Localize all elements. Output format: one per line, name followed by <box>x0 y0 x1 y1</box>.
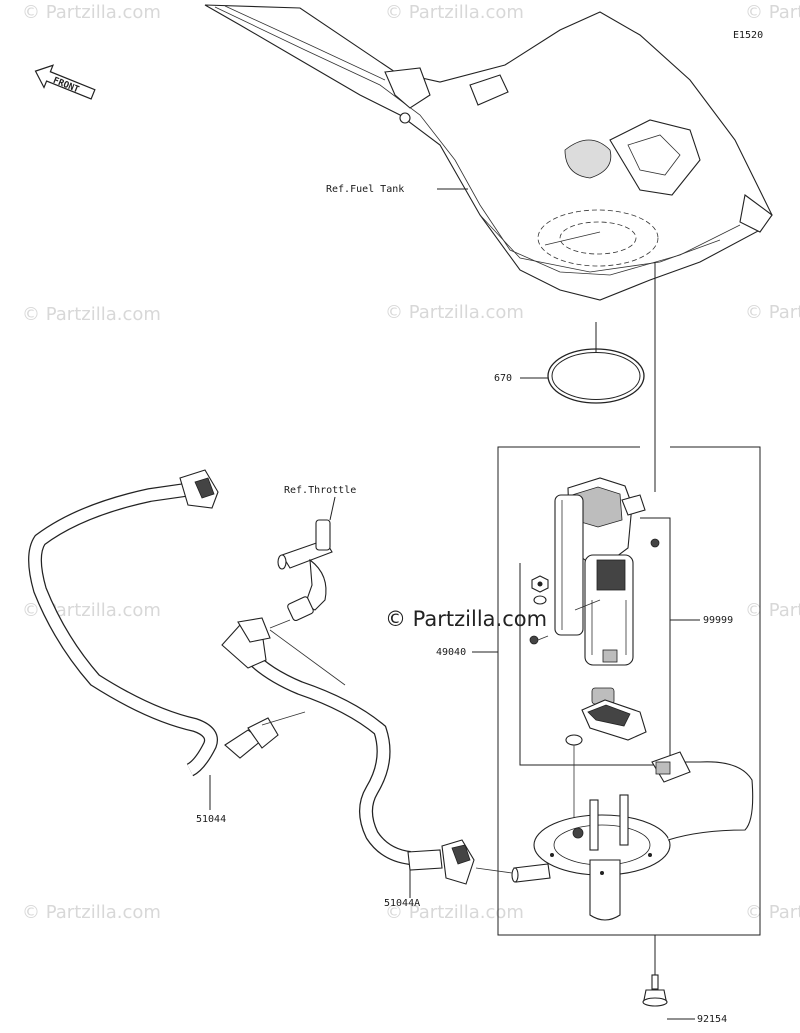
leader-throttle <box>329 496 336 521</box>
callout-gasket: 670 <box>494 373 512 384</box>
throttle-fitting <box>269 519 333 629</box>
pump-wire-harness <box>651 751 754 841</box>
callout-pump-assy: 49040 <box>436 647 466 658</box>
watermark: © Partzilla.com <box>22 304 161 325</box>
watermark: © Partzilla.com <box>745 302 800 323</box>
fuel-hose-51044a <box>221 617 475 885</box>
callout-ref-fuel-tank: Ref.Fuel Tank <box>326 184 404 195</box>
callout-kit: 99999 <box>703 615 733 626</box>
fuel-tank <box>204 4 773 301</box>
pump-flange <box>511 745 671 921</box>
watermark: © Partzilla.com <box>22 2 161 23</box>
fuel-filter <box>565 687 647 746</box>
reference-line <box>269 629 346 686</box>
reference-line <box>261 711 306 726</box>
watermark: © Partzilla.com <box>385 2 524 23</box>
watermark: © Partzilla.com <box>385 902 524 923</box>
fuel-pump <box>554 477 660 666</box>
gasket-ring <box>547 348 645 404</box>
watermark-main: © Partzilla.com <box>385 607 547 631</box>
front-arrow-icon: FRONT <box>34 64 96 100</box>
hose-to-pump-leader <box>475 867 513 874</box>
callout-hose-51044: 51044 <box>196 814 226 825</box>
assembly-bracket <box>497 446 761 936</box>
callout-bolt: 92154 <box>697 1014 727 1025</box>
bolt <box>642 974 695 1020</box>
watermark: © Partzilla.com <box>745 2 800 23</box>
diagram-code: E1520 <box>733 30 763 41</box>
watermark: © Partzilla.com <box>745 600 800 621</box>
watermark: © Partzilla.com <box>385 302 524 323</box>
callout-hose-51044a: 51044A <box>384 898 420 909</box>
fuel-hose-51044 <box>28 469 279 777</box>
callout-ref-throttle: Ref.Throttle <box>284 485 356 496</box>
watermark: © Partzilla.com <box>745 902 800 923</box>
fastener-set <box>529 575 549 645</box>
watermark: © Partzilla.com <box>22 902 161 923</box>
